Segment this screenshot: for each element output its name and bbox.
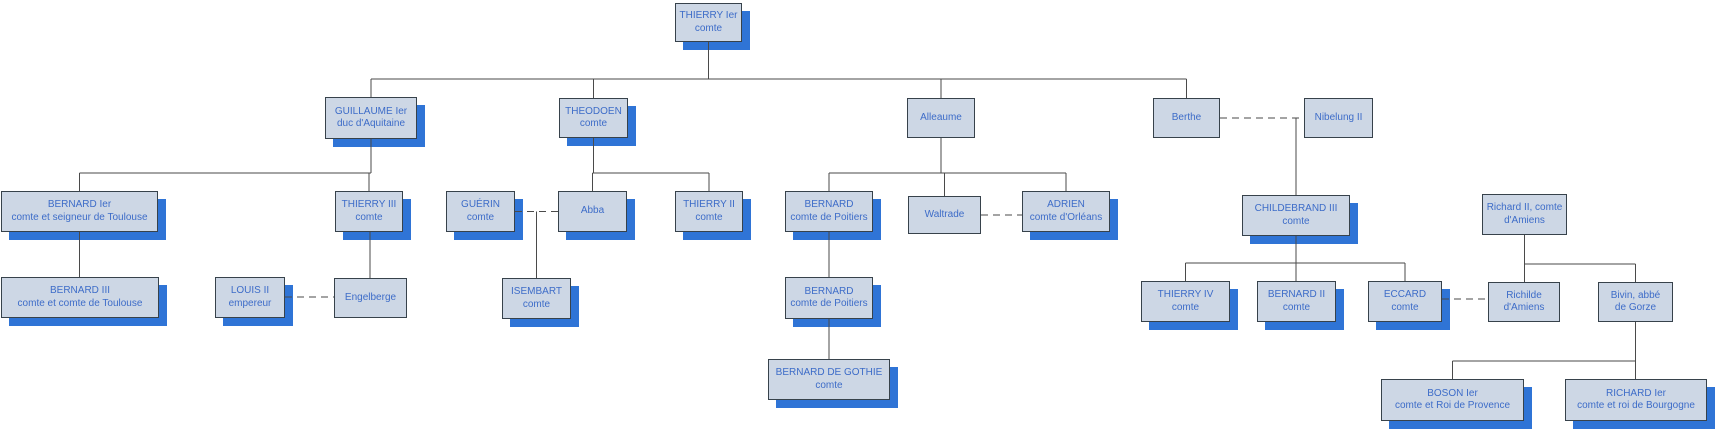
node-title: BERNARD Ier	[47, 199, 112, 210]
node-title: THIERRY III	[341, 199, 397, 210]
node-subtitle: comte	[1171, 301, 1200, 313]
node-title: BERNARD III	[49, 285, 110, 296]
node-title: THIERRY IV	[1157, 289, 1214, 300]
node-title: GUÉRIN	[461, 199, 500, 210]
node-subtitle: comte	[815, 379, 843, 391]
node-title: BOSON Ier	[1427, 387, 1478, 399]
node-title: Bivin, abbé	[1610, 289, 1661, 301]
node-title: LOUIS II	[230, 285, 270, 296]
tree-node-engelberge[interactable]: Engelberge	[334, 278, 407, 318]
node-title: ADRIEN	[1047, 199, 1085, 210]
node-subtitle: empereur	[228, 297, 272, 309]
node-title: THIERRY II	[683, 199, 735, 210]
node-title: GUILLAUME Ier	[334, 105, 408, 117]
node-subtitle: comte de Poitiers	[790, 298, 868, 309]
node-subtitle: duc d'Aquitaine	[336, 118, 406, 129]
node-subtitle: d'Amiens	[1503, 302, 1545, 313]
node-title: Engelberge	[344, 291, 397, 303]
node-title: BERNARD	[804, 199, 854, 210]
node-subtitle: comte d'Orléans	[1029, 211, 1103, 223]
node-title: BERNARD	[804, 285, 854, 297]
node-subtitle: comte de Poitiers	[790, 211, 868, 223]
node-subtitle: comte	[1282, 215, 1310, 227]
node-title: THEODOEN	[565, 105, 622, 117]
node-subtitle: comte et seigneur de Toulouse	[11, 211, 148, 223]
node-title: Alleaume	[920, 111, 962, 123]
node-subtitle: comte	[1391, 301, 1419, 313]
node-subtitle: d'Amiens	[1504, 214, 1545, 226]
node-title: BERNARD DE GOTHIE	[775, 367, 883, 378]
node-title: Berthe	[1171, 111, 1202, 123]
tree-node-alleaume[interactable]: Alleaume	[907, 98, 975, 138]
node-title: Nibelung II	[1314, 111, 1363, 123]
node-title: RICHARD Ier	[1605, 387, 1666, 399]
node-subtitle: de Gorze	[1614, 302, 1657, 313]
node-subtitle: comte et roi de Bourgogne	[1577, 400, 1695, 411]
node-subtitle: comte	[1282, 301, 1311, 313]
node-subtitle: comte	[355, 211, 383, 223]
node-subtitle: comte	[466, 211, 495, 223]
node-subtitle: comte	[522, 298, 551, 310]
node-title: Waltrade	[924, 208, 965, 220]
node-title: Richilde	[1506, 289, 1542, 301]
node-subtitle: comte	[695, 211, 723, 223]
node-title: BERNARD II	[1267, 289, 1326, 300]
node-title: Abba	[580, 205, 605, 217]
node-title: THIERRY Ier	[679, 10, 738, 21]
tree-node-abba[interactable]: Abba	[558, 191, 627, 232]
node-title: CHILDEBRAND III	[1254, 203, 1338, 214]
node-title: ECCARD	[1383, 289, 1427, 300]
node-title: Richard II, comte	[1486, 202, 1563, 213]
tree-node-nibelung-ii[interactable]: Nibelung II	[1304, 98, 1373, 138]
node-subtitle: comte	[694, 22, 723, 34]
node-subtitle: comte	[579, 118, 608, 129]
tree-node-waltrade[interactable]: Waltrade	[908, 196, 981, 234]
node-subtitle: comte et comte de Toulouse	[17, 297, 143, 309]
node-subtitle: comte et Roi de Provence	[1394, 400, 1511, 411]
tree-node-berthe[interactable]: Berthe	[1153, 98, 1220, 138]
node-title: ISEMBART	[511, 286, 562, 297]
